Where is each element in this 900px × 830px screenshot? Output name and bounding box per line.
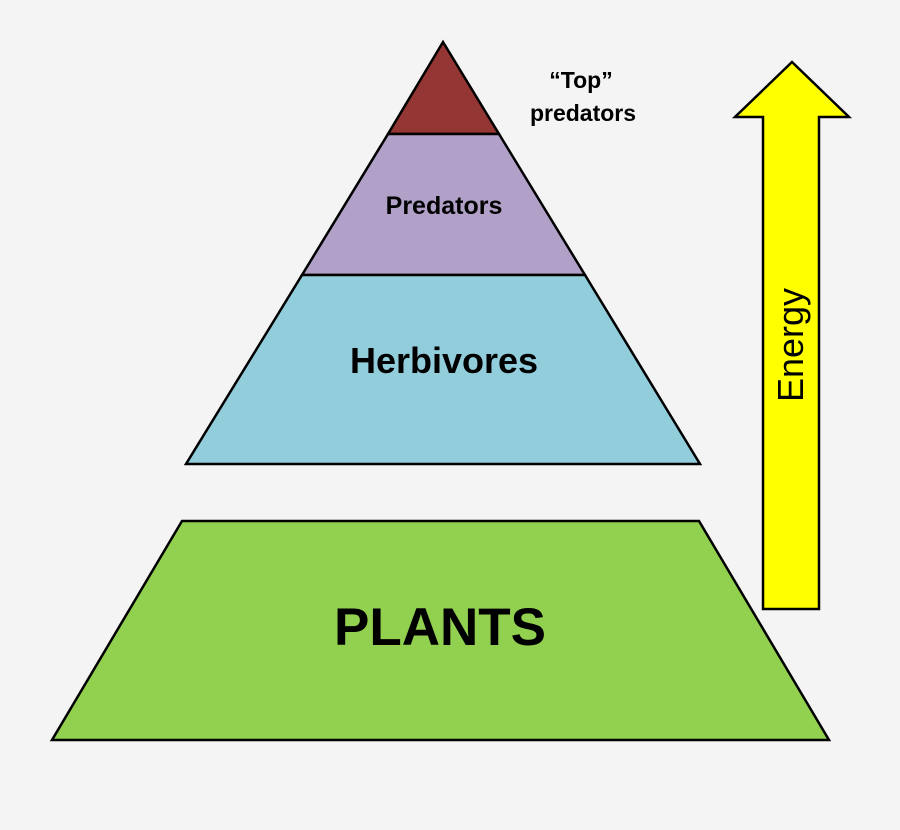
herbivores-label: Herbivores [350, 340, 538, 381]
energy-label: Energy [770, 288, 811, 402]
predators-label: Predators [386, 192, 503, 220]
top-predators-label-line1: “Top” [549, 67, 612, 93]
herbivores-level [183, 273, 703, 466]
top-predators-label-line2: predators [530, 100, 636, 126]
plants-level [49, 519, 832, 742]
plants-label: PLANTS [334, 598, 546, 657]
energy-arrow [731, 60, 853, 611]
top-predators-level [385, 39, 502, 136]
